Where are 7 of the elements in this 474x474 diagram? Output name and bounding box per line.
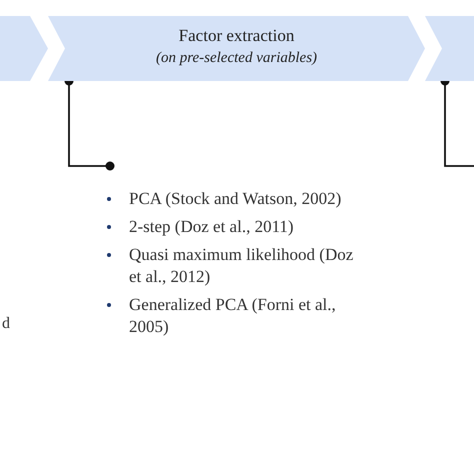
text-fragment: d bbox=[2, 315, 10, 333]
list-item: PCA (Stock and Watson, 2002) bbox=[129, 188, 342, 210]
step-subtitle: (on pre-selected variables) bbox=[154, 50, 318, 67]
step-title: Factor extraction bbox=[178, 26, 296, 46]
list-item: Quasi maximum likelihood (Doz et al., 2012) bbox=[129, 244, 354, 288]
list-item: Generalized PCA (Forni et al., 2005) bbox=[129, 294, 337, 338]
list-item: 2-step (Doz et al., 2011) bbox=[129, 216, 295, 238]
